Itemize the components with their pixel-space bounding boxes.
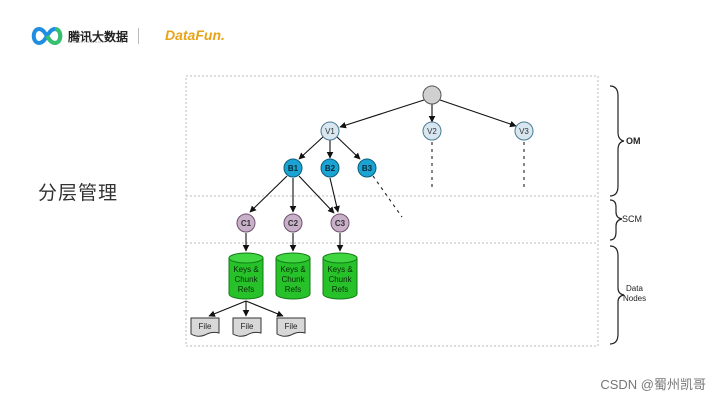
csdn-watermark: CSDN @蜀州凯哥 — [600, 377, 706, 392]
edge-storage-file1 — [208, 300, 247, 317]
datanodes-brace — [609, 245, 625, 345]
scm-label: SCM — [622, 214, 642, 224]
storage-3-line1: Keys & — [327, 265, 353, 274]
tencent-infinity-icon — [31, 26, 63, 46]
storage-2-line3: Refs — [285, 285, 301, 294]
b3-continuation — [372, 175, 403, 218]
scm-brace — [609, 199, 623, 241]
edge-v1-b1 — [298, 135, 325, 160]
brand-subtitle: TENCENT BIG DATA — [68, 40, 105, 44]
b3-label: B3 — [362, 164, 373, 173]
v2-label: V2 — [427, 127, 437, 136]
edge-b2-c3 — [329, 177, 340, 213]
tencent-bigdata-logo: 腾讯大数据 — [30, 24, 128, 48]
c3-node — [330, 213, 350, 233]
edge-root-v3 — [439, 99, 517, 128]
file-1-label: File — [199, 322, 212, 331]
container-nodes: C1 C2 C3 — [236, 213, 350, 233]
v3-label: V3 — [519, 127, 529, 136]
data-nodes-label-line2: Nodes — [623, 294, 646, 303]
storage-cylinder-1: Keys & Chunk Refs — [228, 252, 264, 300]
om-brace — [609, 85, 625, 197]
b2-node — [320, 158, 340, 178]
b1-label: B1 — [288, 164, 299, 173]
layer-frame — [185, 75, 599, 347]
storage-2-line1: Keys & — [280, 265, 306, 274]
storage-3-line3: Refs — [332, 285, 348, 294]
c2-label: C2 — [288, 219, 299, 228]
c3-label: C3 — [335, 219, 346, 228]
file-1: File — [190, 317, 220, 337]
storage-1-line2: Chunk — [234, 275, 258, 284]
file-2: File — [232, 317, 262, 337]
datafun-logo: DataFun. — [165, 27, 225, 43]
block-nodes: B1 B2 B3 — [283, 158, 377, 178]
root-node — [422, 85, 442, 105]
logo-divider — [138, 28, 139, 44]
v2-node — [422, 121, 442, 141]
slide-title: 分层管理 — [38, 182, 119, 204]
file-2-label: File — [241, 322, 254, 331]
storage-1-line1: Keys & — [233, 265, 259, 274]
dashed-continuations — [372, 142, 525, 218]
file-3-label: File — [285, 322, 298, 331]
file-3: File — [276, 317, 306, 337]
c2-node — [283, 213, 303, 233]
b3-node — [357, 158, 377, 178]
edges — [208, 99, 517, 317]
storage-cylinder-2: Keys & Chunk Refs — [275, 252, 311, 300]
b1-node — [283, 158, 303, 178]
edge-storage-file3 — [245, 300, 284, 317]
storage-cylinder-3: Keys & Chunk Refs — [322, 252, 358, 300]
edge-b1-c1 — [249, 175, 288, 213]
v1-node — [320, 121, 340, 141]
edge-b1-c3 — [298, 175, 335, 214]
storage-2-line2: Chunk — [281, 275, 305, 284]
storage-3-line2: Chunk — [328, 275, 352, 284]
brand-name: 腾讯大数据 — [68, 29, 129, 44]
c1-node — [236, 213, 256, 233]
data-nodes-label-line1: Data — [626, 284, 643, 293]
version-nodes: V1 V2 V3 — [320, 121, 534, 141]
storage-1-line3: Refs — [238, 285, 254, 294]
v3-node — [514, 121, 534, 141]
om-label: OM — [626, 136, 641, 146]
edge-root-v1 — [339, 99, 425, 129]
b2-label: B2 — [325, 164, 336, 173]
v1-label: V1 — [325, 127, 335, 136]
edge-v1-b3 — [335, 135, 361, 160]
c1-label: C1 — [241, 219, 252, 228]
